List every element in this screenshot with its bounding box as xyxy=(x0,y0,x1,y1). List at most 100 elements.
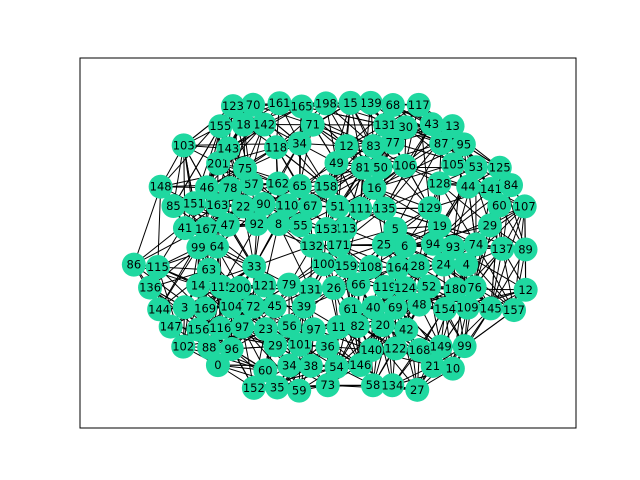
graph-node-label: 163 xyxy=(206,198,228,212)
graph-node: 92 xyxy=(244,212,269,237)
graph-node-circle xyxy=(186,235,211,260)
graph-node: 102 xyxy=(171,334,196,359)
graph-node-circle xyxy=(148,174,173,199)
graph-node-label: 145 xyxy=(480,301,502,315)
graph-node-label: 85 xyxy=(166,199,181,213)
graph-node: 42 xyxy=(394,317,419,342)
graph-node-label: 47 xyxy=(221,218,236,232)
graph-node: 43 xyxy=(419,112,444,137)
graph-node-circle xyxy=(241,92,266,117)
graph-node: 108 xyxy=(358,254,383,279)
graph-node-label: 168 xyxy=(409,343,431,357)
graph-node-circle xyxy=(300,233,325,258)
graph-node: 132 xyxy=(300,233,325,258)
graph-node-circle xyxy=(266,171,291,196)
graph-node-circle xyxy=(321,275,346,300)
graph-node-label: 125 xyxy=(489,161,511,175)
graph-edge xyxy=(157,186,162,268)
graph-node-label: 56 xyxy=(282,319,297,333)
graph-node: 50 xyxy=(368,155,393,180)
graph-node: 154 xyxy=(433,296,458,321)
graph-node: 68 xyxy=(380,93,405,118)
graph-node: 13 xyxy=(440,114,465,139)
graph-node-label: 53 xyxy=(469,160,484,174)
graph-node-label: 97 xyxy=(235,320,250,334)
graph-node: 162 xyxy=(266,171,291,196)
graph-node-label: 33 xyxy=(247,259,262,273)
graph-node-label: 64 xyxy=(210,240,225,254)
graph-node-label: 10 xyxy=(446,362,461,376)
graph-node: 156 xyxy=(186,317,211,342)
graph-node-label: 96 xyxy=(224,342,239,356)
graph-node-circle xyxy=(373,112,398,137)
graph-node-circle xyxy=(265,375,290,400)
graph-node-circle xyxy=(417,274,442,299)
graph-node-label: 44 xyxy=(461,180,476,194)
graph-node-circle xyxy=(171,334,196,359)
graph-node: 49 xyxy=(324,151,349,176)
graph-node-label: 60 xyxy=(492,199,507,213)
graph-node-label: 132 xyxy=(301,239,323,253)
nodes-layer: 4412914214016264525412811911166057137761… xyxy=(121,90,538,403)
graph-node-circle xyxy=(324,151,349,176)
graph-node-circle xyxy=(298,194,323,219)
graph-node-circle xyxy=(241,294,266,319)
graph-node-circle xyxy=(407,292,432,317)
graph-node-circle xyxy=(138,275,163,300)
graph-node: 100 xyxy=(311,252,336,277)
graph-node: 46 xyxy=(194,175,219,200)
graph-node-circle xyxy=(499,173,524,198)
graph-node: 89 xyxy=(513,237,538,262)
graph-node-label: 102 xyxy=(172,340,194,354)
graph-node: 139 xyxy=(358,90,383,115)
graph-node-circle xyxy=(427,213,452,238)
graph-node-label: 54 xyxy=(329,360,344,374)
graph-node-label: 158 xyxy=(315,179,337,193)
graph-node-circle xyxy=(325,194,350,219)
graph-node-label: 124 xyxy=(394,281,416,295)
graph-node: 121 xyxy=(252,273,277,298)
graph-node-circle xyxy=(433,296,458,321)
graph-node-circle xyxy=(405,253,430,278)
graph-node: 97 xyxy=(301,317,326,342)
graph-node: 36 xyxy=(315,334,340,359)
graph-node-label: 156 xyxy=(187,323,209,337)
graph-node-circle xyxy=(252,112,277,137)
graph-node: 20 xyxy=(370,313,395,338)
graph-node-label: 13 xyxy=(445,119,460,133)
graph-node: 81 xyxy=(350,155,375,180)
graph-node-label: 76 xyxy=(467,280,482,294)
graph-node-label: 116 xyxy=(209,321,231,335)
graph-node-circle xyxy=(216,136,241,161)
graph-node: 41 xyxy=(172,216,197,241)
graph-node: 87 xyxy=(429,131,454,156)
graph-node-circle xyxy=(314,174,339,199)
graph-edge xyxy=(221,223,258,288)
graph-node: 180 xyxy=(443,277,468,302)
graph-node: 118 xyxy=(264,135,289,160)
graph-node-circle xyxy=(385,255,410,280)
graph-node-label: 117 xyxy=(408,98,430,112)
graph-node-circle xyxy=(380,373,405,398)
graph-node: 60 xyxy=(253,358,278,383)
graph-node-label: 22 xyxy=(236,200,251,214)
graph-edge xyxy=(301,105,386,126)
graph-node-label: 16 xyxy=(367,181,382,195)
graph-node: 115 xyxy=(145,255,170,280)
graph-node-circle xyxy=(370,313,395,338)
graph-node-circle xyxy=(345,314,370,339)
graph-node-circle xyxy=(315,334,340,359)
graph-node: 147 xyxy=(158,314,183,339)
graph-node: 45 xyxy=(262,294,287,319)
graph-node-label: 82 xyxy=(350,319,365,333)
graph-node-circle xyxy=(267,91,292,116)
graph-node-label: 34 xyxy=(292,136,307,150)
graph-node: 99 xyxy=(186,235,211,260)
graph-node-circle xyxy=(456,174,481,199)
graph-node-label: 93 xyxy=(446,240,461,254)
graph-node: 56 xyxy=(277,313,302,338)
graph-node-circle xyxy=(394,317,419,342)
graph-node: 72 xyxy=(241,294,266,319)
graph-node-label: 134 xyxy=(381,378,403,392)
